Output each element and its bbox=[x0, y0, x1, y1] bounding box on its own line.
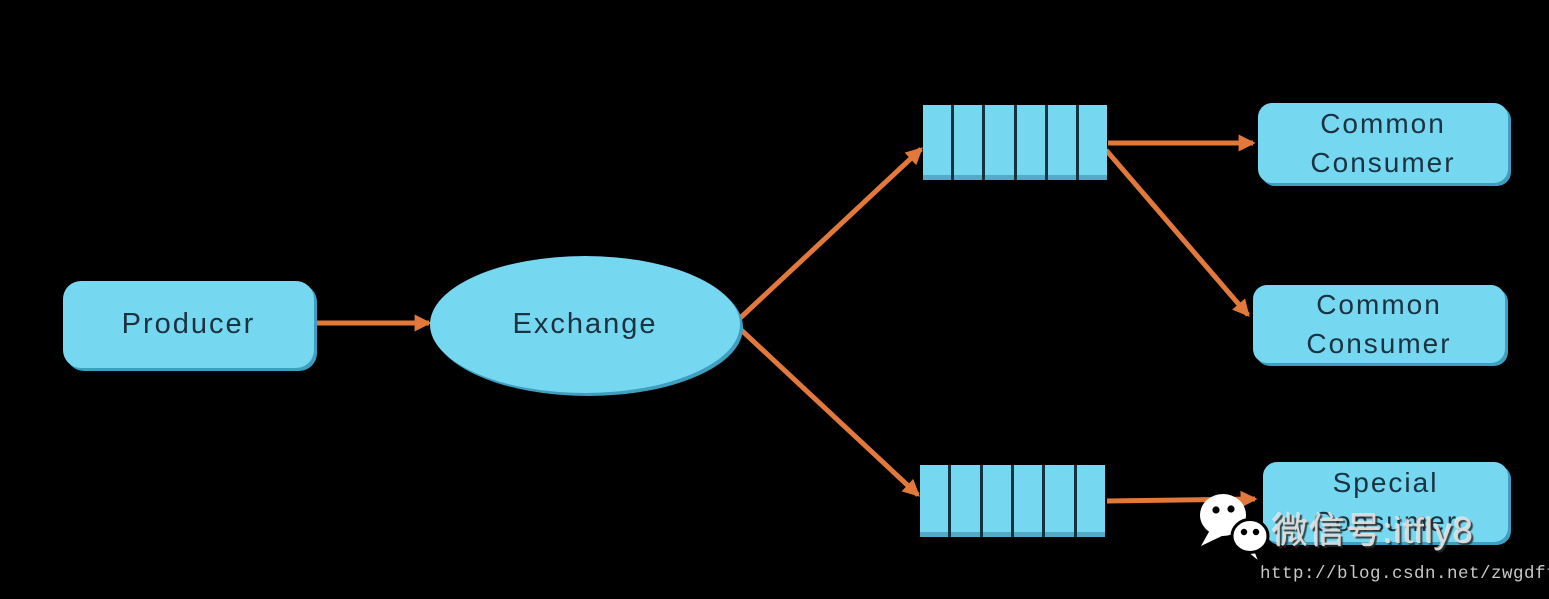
queue-cell bbox=[1047, 105, 1076, 180]
queue-cell bbox=[954, 105, 983, 180]
arrow-exchange-to-queue-bottom bbox=[735, 324, 920, 497]
consumer-label-line2: Consumer bbox=[1310, 147, 1456, 178]
wechat-icon bbox=[1200, 494, 1270, 567]
common-consumer-node-2: Common Consumer bbox=[1253, 285, 1505, 363]
consumer-label-line2: Consumer bbox=[1306, 328, 1452, 359]
wechat-id-watermark: 微信号:itfly8 bbox=[1272, 510, 1475, 551]
arrow-exchange-to-queue-top bbox=[735, 147, 923, 323]
wechat-small-bubble bbox=[1230, 518, 1270, 567]
producer-label: Producer bbox=[121, 308, 256, 340]
consumer-label-line2: Consumer bbox=[1312, 506, 1459, 537]
queue-cell bbox=[1076, 465, 1105, 537]
consumer-label-line1: Special bbox=[1332, 467, 1439, 498]
arrow-queue-top-to-consumer-mid bbox=[1104, 148, 1250, 317]
exchange-label: Exchange bbox=[512, 308, 658, 340]
queue-top bbox=[923, 105, 1108, 180]
queue-cell bbox=[1078, 105, 1108, 180]
producer-node: Producer bbox=[63, 281, 314, 368]
special-consumer-node: Special Consumer bbox=[1263, 462, 1508, 542]
queue-cell bbox=[985, 105, 1014, 180]
queue-cell bbox=[920, 465, 949, 537]
consumer-label-line1: Common bbox=[1320, 108, 1446, 139]
csdn-blog-url-watermark: http://blog.csdn.net/zwgdft bbox=[1260, 564, 1549, 584]
queue-cell bbox=[1013, 465, 1043, 537]
common-consumer-node-1: Common Consumer bbox=[1258, 103, 1508, 183]
exchange-node: Exchange bbox=[430, 256, 740, 393]
consumer-label-line1: Common bbox=[1316, 289, 1442, 320]
queue-cell bbox=[982, 465, 1011, 537]
queue-cell bbox=[951, 465, 980, 537]
queue-cell bbox=[1045, 465, 1074, 537]
queue-cell bbox=[1016, 105, 1045, 180]
queue-cell bbox=[923, 105, 952, 180]
queue-bottom bbox=[920, 465, 1105, 537]
